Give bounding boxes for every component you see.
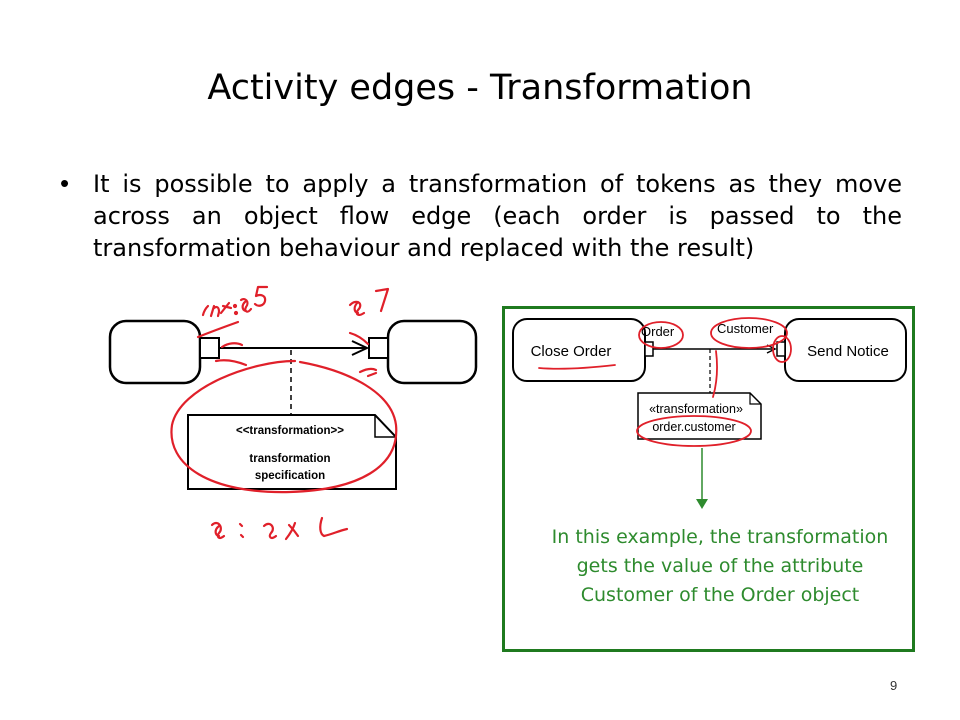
customer-input-pin: [776, 341, 786, 357]
handwritten-annotations: [538, 317, 792, 447]
note-spec-line1: transformation: [249, 453, 330, 465]
generic-transformation-diagram: <<transformation>> transformation specif…: [108, 285, 478, 541]
page-number: 9: [890, 678, 898, 693]
right-action-node: [386, 319, 478, 385]
transformation-note-expression: order.customer: [652, 420, 735, 434]
handwritten-annotations: [170, 285, 398, 541]
caption-arrowhead: [696, 499, 708, 509]
output-pin: [199, 337, 220, 359]
note-stereotype: <<transformation>>: [236, 425, 344, 437]
input-pin: [368, 337, 389, 359]
order-pin-label: Order: [641, 324, 675, 339]
close-order-example-diagram: Close Order Send Notice Order Customer «…: [512, 317, 907, 509]
slide-title: Activity edges - Transformation: [207, 68, 753, 108]
example-panel: Close Order Send Notice Order Customer «…: [502, 306, 915, 652]
transformation-note-fold: [749, 393, 761, 405]
close-order-label: Close Order: [531, 343, 612, 360]
example-caption: In this example, the transformation gets…: [551, 526, 889, 606]
note-spec-line2: specification: [255, 470, 325, 482]
transformation-note-stereotype: «transformation»: [649, 402, 743, 416]
bullet-text: It is possible to apply a transformation…: [93, 170, 902, 262]
note-fold: [374, 415, 396, 438]
customer-pin-label: Customer: [717, 321, 774, 336]
edge-arrowhead: [351, 340, 370, 356]
transformation-note: [187, 414, 397, 490]
bullet-dot: •: [60, 168, 70, 198]
left-action-node: [108, 319, 202, 385]
send-notice-label: Send Notice: [807, 343, 889, 360]
